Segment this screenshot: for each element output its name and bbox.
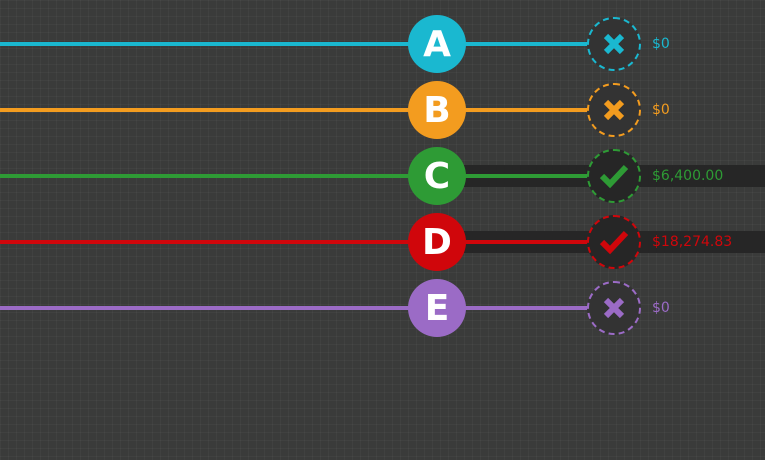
x-icon [587, 83, 641, 137]
line-value: $0 [652, 36, 670, 52]
line-bar [0, 306, 600, 310]
line-value: $6,400.00 [652, 168, 724, 184]
line-row-b: B $0 [0, 80, 765, 140]
line-value: $0 [652, 300, 670, 316]
line-bar [0, 240, 600, 244]
line-letter-badge: E [408, 279, 466, 337]
line-row-e: E $0 [0, 278, 765, 338]
line-bar [0, 174, 600, 178]
x-icon [587, 17, 641, 71]
check-icon [587, 215, 641, 269]
line-bar [0, 108, 600, 112]
line-letter-badge: B [408, 81, 466, 139]
line-bar [0, 42, 600, 46]
line-letter-badge: C [408, 147, 466, 205]
line-letter-badge: A [408, 15, 466, 73]
line-letter-badge: D [408, 213, 466, 271]
line-value: $18,274.83 [652, 234, 733, 250]
line-value: $0 [652, 102, 670, 118]
line-row-a: A $0 [0, 14, 765, 74]
check-icon [587, 149, 641, 203]
x-icon [587, 281, 641, 335]
line-row-d: D $18,274.83 [0, 212, 765, 272]
line-row-c: C $6,400.00 [0, 146, 765, 206]
